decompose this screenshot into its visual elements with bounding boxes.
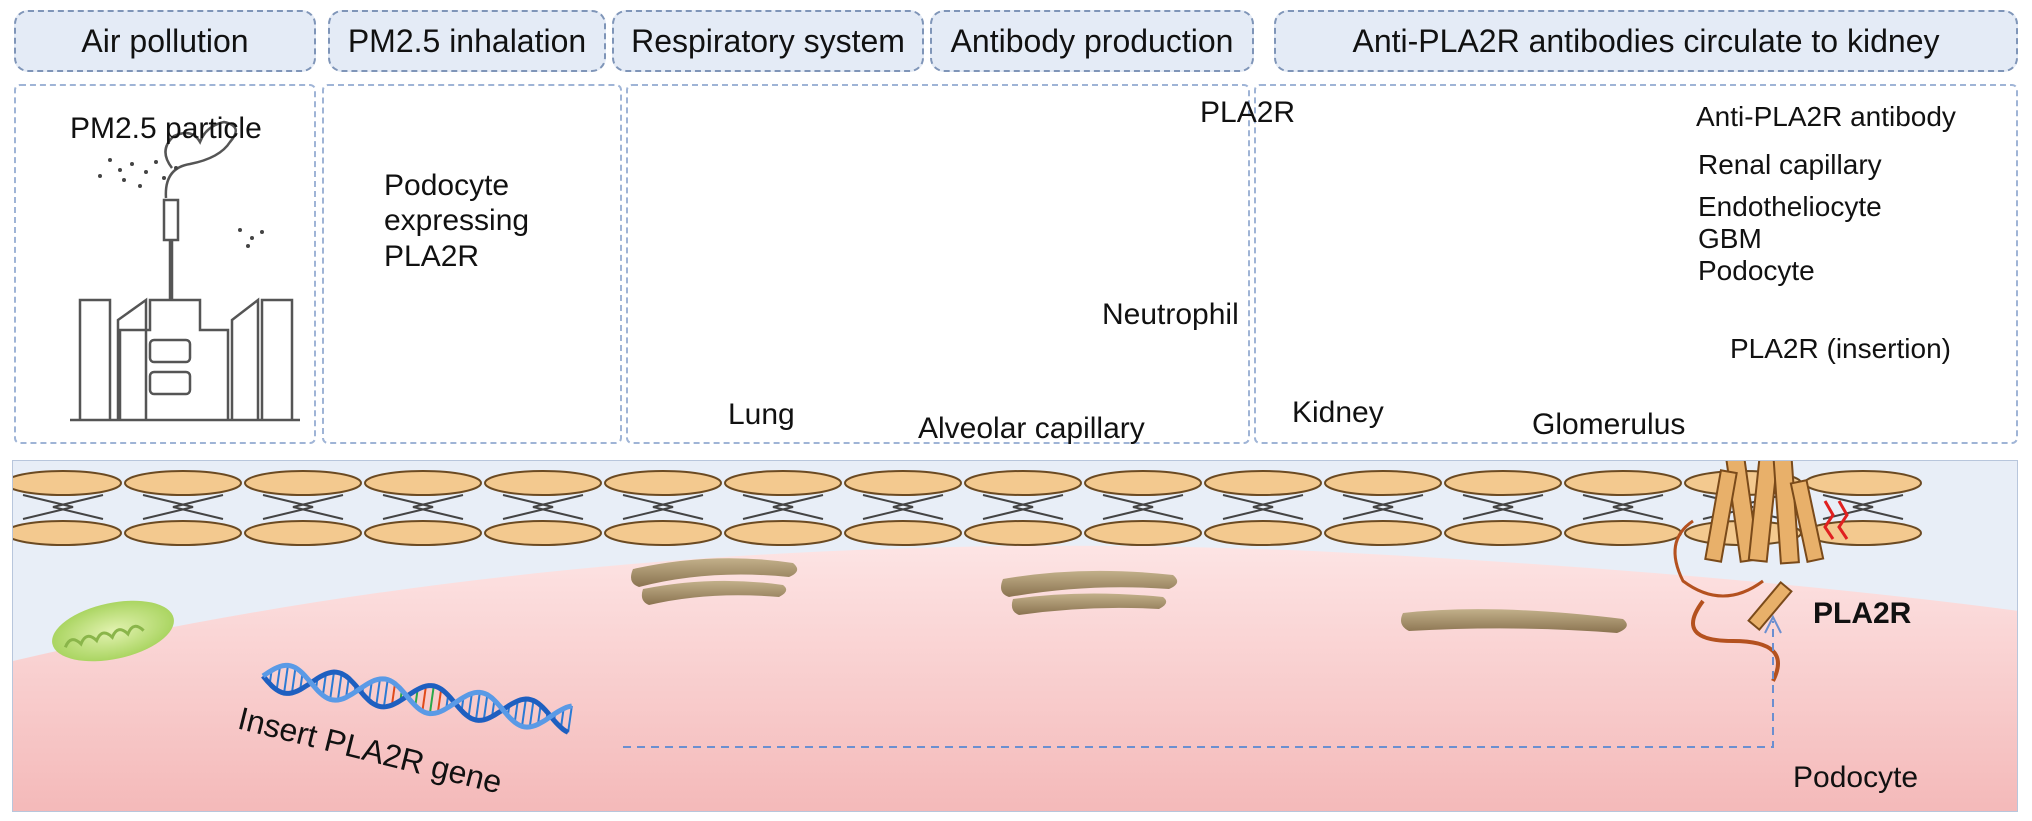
neutrophil-label: Neutrophil [1102,298,1239,331]
podocyte-expressing-label: Podocyte expressing PLA2R [384,169,530,273]
membrane-layer [13,470,1922,546]
dna-helix-icon [261,662,573,735]
insertion-arrowhead [1764,614,1782,634]
golgi-icon [631,558,1627,633]
pla2r-bottom-label: PLA2R [1813,597,1912,630]
podocyte-bottom-label: Podocyte [1793,761,1919,794]
cell-illustration [13,461,2017,811]
header-air-pollution: Air pollution [14,10,316,72]
glomerulus-label: Glomerulus [1532,408,1686,441]
endotheliocyte-label: Endotheliocyte [1698,191,1882,222]
insertion-path-arrow [623,621,1774,748]
anti-pla2r-antibody-label: Anti-PLA2R antibody [1696,101,1956,132]
podocyte-layer-label: Podocyte [1698,255,1815,286]
header-label: Antibody production [950,22,1234,59]
pla2r-receptor-icon [1673,461,1849,682]
header-label: Anti-PLA2R antibodies circulate to kidne… [1352,22,1940,59]
header-label: Air pollution [81,22,249,59]
pla2r-top-label: PLA2R [1200,96,1296,129]
panel-pm25-inhalation [322,84,622,444]
panel-respiratory [626,84,1250,444]
lung-label: Lung [728,398,795,431]
header-circulate-to-kidney: Anti-PLA2R antibodies circulate to kidne… [1274,10,2018,72]
gbm-label: GBM [1698,223,1762,254]
panel-kidney [1254,84,2018,444]
header-antibody-production: Antibody production [930,10,1254,72]
podocyte-cell-panel: Insert PLA2R gene PLA2R Podocyte [12,460,2018,812]
pla2r-insertion-label: PLA2R (insertion) [1730,333,1951,364]
alveolar-capillary-label: Alveolar capillary [918,412,1145,445]
factory-icon [70,120,300,422]
mitochondrion-icon [52,600,174,662]
pm25-particles-icon [98,158,264,248]
header-respiratory-system: Respiratory system [612,10,924,72]
panel-air-pollution [14,84,316,444]
header-label: Respiratory system [631,22,905,59]
kidney-label: Kidney [1292,396,1384,429]
renal-capillary-label: Renal capillary [1698,149,1882,180]
header-pm25-inhalation: PM2.5 inhalation [328,10,606,72]
pm25-particle-label: PM2.5 particle [70,112,262,145]
header-label: PM2.5 inhalation [347,22,587,59]
